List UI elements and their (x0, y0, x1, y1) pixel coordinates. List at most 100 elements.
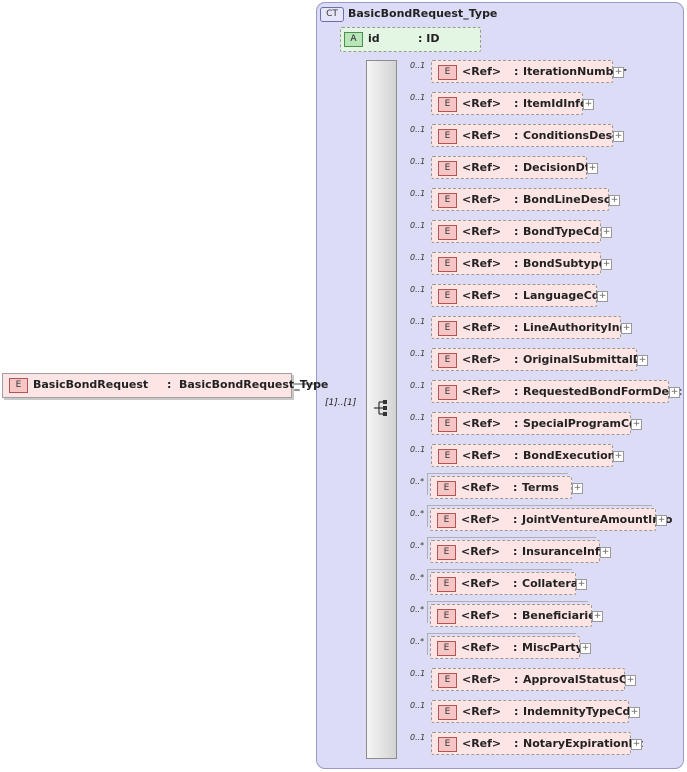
element-ref-joint-venture-amount-info[interactable]: E<Ref>:JointVentureAmountInfo+ (427, 505, 672, 531)
element-ref-language-cd[interactable]: E<Ref>:LanguageCd+ (431, 284, 608, 307)
element-separator: : (513, 609, 518, 622)
element-ref-notary-expiration-dt[interactable]: E<Ref>:NotaryExpirationDt+ (431, 732, 643, 755)
element-ref-label: <Ref> (462, 129, 502, 142)
expand-icon[interactable]: + (621, 323, 632, 334)
expand-icon[interactable]: + (613, 131, 624, 142)
expand-icon[interactable]: + (576, 579, 587, 590)
element-occurrence: 0..1 (410, 61, 426, 70)
expand-icon[interactable]: + (625, 675, 636, 686)
element-name: BondTypeCd (523, 225, 600, 238)
element-ref-bond-execution[interactable]: E<Ref>:BondExecution+ (431, 444, 624, 467)
element-ref-beneficiaries[interactable]: E<Ref>:Beneficiaries+ (427, 601, 603, 627)
element-occurrence: 0..1 (410, 157, 426, 166)
element-ref-bond-subtype[interactable]: E<Ref>:BondSubtype+ (431, 252, 612, 275)
element-badge: E (438, 673, 457, 688)
element-occurrence: 0..1 (410, 253, 426, 262)
expand-icon[interactable]: + (629, 707, 640, 718)
element-ref-collateral[interactable]: E<Ref>:Collateral+ (427, 569, 587, 595)
element-ref-label: <Ref> (462, 705, 502, 718)
element-occurrence: 0..* (410, 541, 425, 550)
element-badge: E (438, 257, 457, 272)
expand-icon[interactable]: + (637, 355, 648, 366)
element-occurrence: 0..1 (410, 445, 426, 454)
element-ref-label: <Ref> (461, 609, 501, 622)
expand-icon[interactable]: + (587, 163, 598, 174)
element-ref-requested-bond-form-desc[interactable]: E<Ref>:RequestedBondFormDesc+ (431, 380, 682, 403)
expand-icon[interactable]: + (613, 451, 624, 462)
element-ref-label: <Ref> (462, 289, 502, 302)
element-ref-conditions-desc[interactable]: E <Ref>: ConditionsDesc+ (431, 124, 624, 147)
element-ref-item-id-info[interactable]: E<Ref>:ItemIdInfo+ (431, 92, 594, 115)
element-name: SpecialProgramCd (523, 417, 637, 430)
element-separator: : (514, 289, 519, 302)
element-name: BondExecution (523, 449, 616, 462)
element-name: OriginalSubmittalDt (523, 353, 648, 366)
element-separator: : (514, 673, 519, 686)
sequence-occurrence: [1]..[1] (325, 398, 357, 408)
element-occurrence: 0..1 (410, 349, 426, 358)
element-ref-misc-party[interactable]: E<Ref>:MiscParty+ (427, 633, 591, 659)
element-occurrence: 0..1 (410, 125, 426, 134)
element-name: ConditionsDesc (523, 129, 619, 142)
element-ref-bond-line-desc[interactable]: E<Ref>:BondLineDesc+ (431, 188, 620, 211)
attribute-type: : ID (418, 32, 440, 45)
element-badge: E (438, 129, 457, 144)
element-ref-label: <Ref> (461, 577, 501, 590)
element-ref-label: <Ref> (462, 353, 502, 366)
element-ref-approval-status-cd[interactable]: E<Ref>:ApprovalStatusCd+ (431, 668, 636, 691)
element-badge: E (438, 705, 457, 720)
expand-icon[interactable]: + (597, 291, 608, 302)
expand-icon[interactable]: + (583, 99, 594, 110)
element-name: IndemnityTypeCd (523, 705, 631, 718)
element-ref-original-submittal-dt[interactable]: E<Ref>:OriginalSubmittalDt+ (431, 348, 648, 371)
element-occurrence: 0..1 (410, 669, 426, 678)
root-element-separator: : (167, 378, 172, 391)
element-ref-special-program-cd[interactable]: E <Ref>: SpecialProgramCd+ (431, 412, 642, 435)
expand-icon[interactable]: + (601, 259, 612, 270)
expand-icon[interactable]: + (631, 419, 642, 430)
element-occurrence: 0..* (410, 637, 425, 646)
element-separator: : (514, 417, 519, 430)
element-badge: E (438, 161, 457, 176)
element-ref-label: <Ref> (462, 65, 502, 78)
element-ref-terms[interactable]: E<Ref>:Terms+ (427, 473, 583, 499)
element-separator: : (514, 193, 519, 206)
element-ref-bond-type-cd[interactable]: E<Ref>:BondTypeCd+ (431, 220, 612, 243)
expand-icon[interactable]: + (600, 547, 611, 558)
element-ref-iteration-number[interactable]: E<Ref>:IterationNumber+ (431, 60, 626, 83)
element-name: DecisionDt (523, 161, 590, 174)
element-badge: E (438, 737, 457, 752)
element-ref-label: <Ref> (462, 417, 502, 430)
element-badge: E (437, 481, 456, 496)
element-separator: : (514, 129, 519, 142)
element-badge: E (437, 609, 456, 624)
expand-icon[interactable]: + (609, 195, 620, 206)
root-element-name: BasicBondRequest (33, 378, 149, 391)
element-badge: E (438, 289, 457, 304)
element-occurrence: 0..* (410, 573, 425, 582)
element-badge: E (437, 577, 456, 592)
element-badge: E (438, 417, 457, 432)
expand-icon[interactable]: + (572, 483, 583, 494)
element-ref-label: <Ref> (462, 673, 502, 686)
element-badge: E (438, 65, 457, 80)
expand-icon[interactable]: + (592, 611, 603, 622)
element-ref-indemnity-type-cd[interactable]: E<Ref>:IndemnityTypeCd+ (431, 700, 640, 723)
expand-icon[interactable]: + (601, 227, 612, 238)
expand-icon[interactable]: + (669, 387, 680, 398)
element-ref-decision-dt[interactable]: E<Ref>:DecisionDt+ (431, 156, 598, 179)
element-ref-insurance-info[interactable]: E<Ref>:InsuranceInfo+ (427, 537, 611, 563)
sequence-icon (374, 400, 387, 416)
element-badge: E (438, 385, 457, 400)
expand-icon[interactable]: + (580, 643, 591, 654)
expand-icon[interactable]: + (613, 67, 624, 78)
element-ref-label: <Ref> (462, 193, 502, 206)
expand-icon[interactable]: + (631, 739, 642, 750)
root-element-box[interactable]: E BasicBondRequest : BasicBondRequest_Ty… (2, 373, 328, 398)
expand-icon[interactable]: + (656, 515, 667, 526)
attribute-id-box[interactable] (340, 27, 481, 52)
element-ref-label: <Ref> (461, 513, 501, 526)
element-ref-line-authority-ind[interactable]: E<Ref>:LineAuthorityInd+ (431, 316, 632, 339)
element-occurrence: 0..1 (410, 221, 426, 230)
element-occurrence: 0..* (410, 477, 425, 486)
